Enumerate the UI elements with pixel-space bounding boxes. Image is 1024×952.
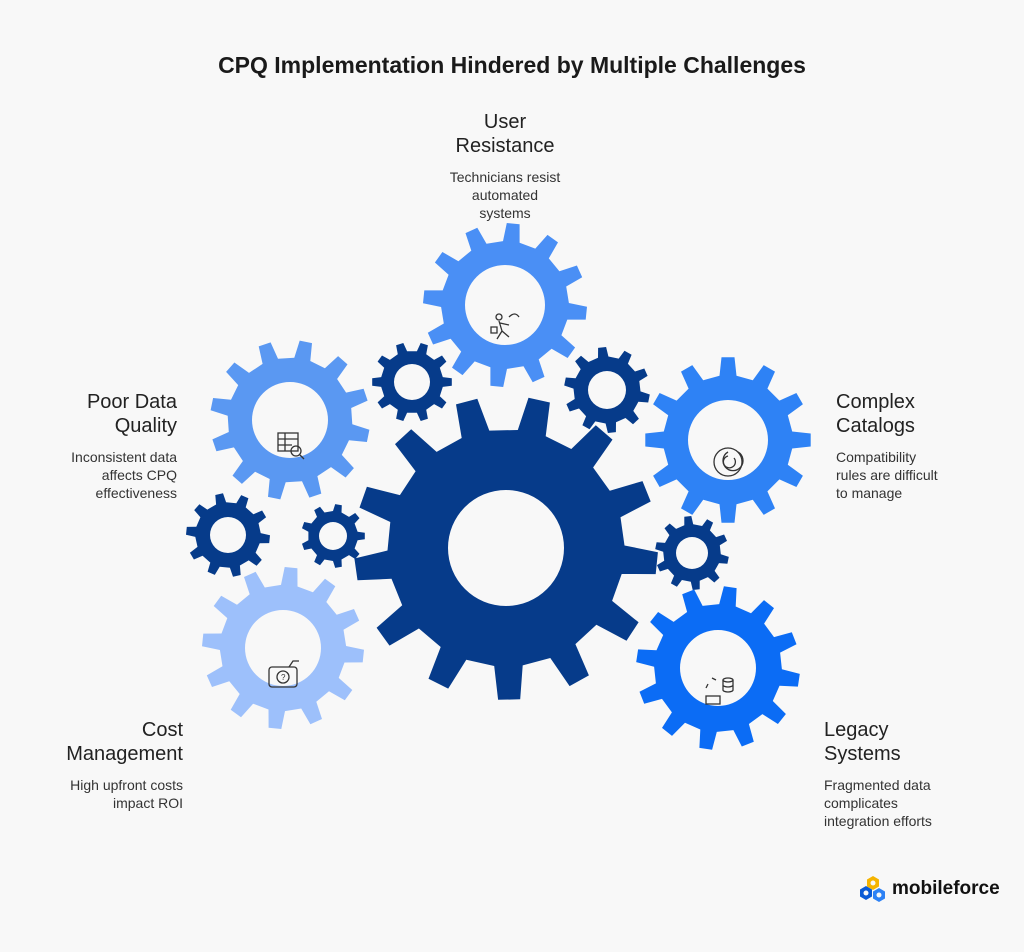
desc-line: to manage <box>836 485 903 501</box>
gear-user-resistance <box>423 223 587 387</box>
small-gear <box>372 343 452 421</box>
gear-complex-catalogs <box>645 357 811 523</box>
logo-hexagons-icon <box>860 876 885 902</box>
desc-line: Technicians resist <box>449 169 561 185</box>
money-question-icon: ? <box>268 660 299 688</box>
table-search-icon <box>277 432 305 460</box>
database-sync-icon <box>705 677 734 705</box>
title-line: Resistance <box>455 135 555 157</box>
title-line: Management <box>66 743 183 765</box>
title-line: User <box>483 111 527 133</box>
gear-legacy-systems <box>636 586 800 750</box>
small-gear <box>302 504 365 568</box>
desc-line: Inconsistent data <box>71 449 177 465</box>
small-gear <box>564 347 650 433</box>
title-line: Catalogs <box>836 415 915 437</box>
desc-line: impact ROI <box>112 795 183 811</box>
title-line: Systems <box>824 743 901 765</box>
page-title: CPQ Implementation Hindered by Multiple … <box>218 52 806 78</box>
desc-line: integration efforts <box>824 813 932 829</box>
desc-line: rules are difficult <box>836 467 938 483</box>
logo-text: mobileforce <box>892 878 1000 899</box>
desc-line: automated <box>471 187 539 203</box>
desc-line: effectiveness <box>95 485 177 501</box>
mobileforce-logo: mobileforce <box>858 874 1000 904</box>
title-line: Legacy <box>824 719 889 741</box>
title-line: Complex <box>836 391 915 413</box>
gear-poor-data-quality <box>210 340 370 500</box>
svg-text:?: ? <box>281 673 286 682</box>
title-line: Cost <box>141 719 183 741</box>
small-gear <box>655 516 729 590</box>
title-line: Quality <box>114 415 177 437</box>
desc-line: Fragmented data <box>824 777 931 793</box>
desc-line: complicates <box>824 795 898 811</box>
desc-line: affects CPQ <box>101 467 177 483</box>
small-gear <box>186 493 270 577</box>
desc-line: systems <box>479 205 531 221</box>
desc-line: Compatibility <box>836 449 917 465</box>
gear-cost-management <box>202 567 364 729</box>
desc-line: High upfront costs <box>70 777 183 793</box>
person-running-icon <box>490 313 520 340</box>
title-line: Poor Data <box>86 391 177 413</box>
central-gear <box>354 397 658 700</box>
spiral-icon <box>713 447 744 477</box>
